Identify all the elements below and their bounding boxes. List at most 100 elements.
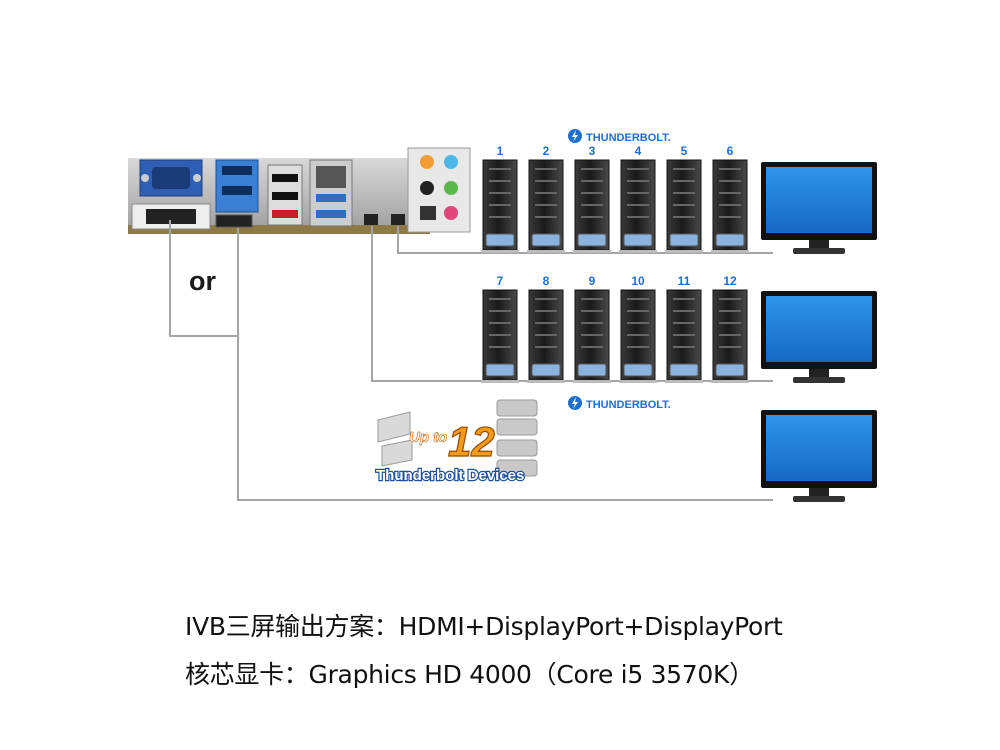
device-tower: 1 bbox=[481, 144, 519, 253]
tower-vent bbox=[535, 192, 557, 194]
tower-vent bbox=[627, 216, 649, 218]
device-number: 9 bbox=[589, 274, 596, 288]
tower-vent bbox=[535, 180, 557, 182]
tower-base bbox=[527, 380, 565, 383]
tower-vent bbox=[535, 204, 557, 206]
tower-vent bbox=[489, 346, 511, 348]
device-tower: 2 bbox=[527, 144, 565, 253]
tower-vent bbox=[627, 346, 649, 348]
tower-vent bbox=[719, 168, 741, 170]
thunderbolt-label-bottom: THUNDERBOLT. bbox=[586, 399, 671, 411]
tower-vent bbox=[489, 334, 511, 336]
device-tower: 4 bbox=[619, 144, 657, 253]
monitor-stand bbox=[793, 248, 845, 254]
device-number: 10 bbox=[631, 274, 645, 288]
device-number: 12 bbox=[723, 274, 737, 288]
badge-device-stack-icon bbox=[496, 399, 538, 477]
tower-vent bbox=[627, 204, 649, 206]
tower-vent bbox=[627, 192, 649, 194]
tower-vent bbox=[535, 310, 557, 312]
tower-vent bbox=[719, 322, 741, 324]
tower-base bbox=[665, 250, 703, 253]
monitor bbox=[761, 162, 877, 254]
badge-cable-icon bbox=[377, 411, 413, 467]
device-number: 5 bbox=[681, 144, 688, 158]
tower-base bbox=[481, 250, 519, 253]
vga-port bbox=[139, 159, 203, 197]
tower-vent bbox=[489, 298, 511, 300]
caption-line-1: IVB三屏输出方案：HDMI+DisplayPort+DisplayPort bbox=[185, 612, 783, 641]
tower-vent bbox=[581, 298, 603, 300]
device-tower: 10 bbox=[619, 274, 657, 383]
device-tower: 5 bbox=[665, 144, 703, 253]
tower-vent bbox=[627, 310, 649, 312]
thunderbolt-logo-bottom: THUNDERBOLT. bbox=[568, 396, 671, 411]
thunderbolt-ports bbox=[364, 214, 405, 225]
tower-vent bbox=[673, 168, 695, 170]
tower-base bbox=[527, 250, 565, 253]
device-number: 2 bbox=[543, 144, 550, 158]
tower-vent bbox=[581, 192, 603, 194]
tower-vent bbox=[673, 334, 695, 336]
tower-vent bbox=[627, 180, 649, 182]
tower-vent bbox=[719, 204, 741, 206]
tower-port bbox=[531, 233, 561, 247]
tower-vent bbox=[581, 216, 603, 218]
monitor-screen bbox=[766, 296, 872, 362]
tower-vent bbox=[673, 216, 695, 218]
tower-vent bbox=[489, 310, 511, 312]
tower-vent bbox=[719, 180, 741, 182]
tower-base bbox=[619, 250, 657, 253]
tower-vent bbox=[535, 298, 557, 300]
tower-port bbox=[669, 363, 699, 377]
tower-vent bbox=[673, 204, 695, 206]
tower-vent bbox=[719, 192, 741, 194]
tower-vent bbox=[489, 216, 511, 218]
tower-vent bbox=[627, 168, 649, 170]
tower-vent bbox=[673, 298, 695, 300]
device-tower: 9 bbox=[573, 274, 611, 383]
tower-vent bbox=[489, 192, 511, 194]
monitor bbox=[761, 291, 877, 383]
tower-vent bbox=[719, 310, 741, 312]
badge-prefix: Up to bbox=[409, 429, 447, 446]
monitor-screen bbox=[766, 415, 872, 481]
tower-vent bbox=[673, 346, 695, 348]
tower-vent bbox=[489, 180, 511, 182]
badge-subtitle: Thunderbolt Devices bbox=[376, 467, 524, 484]
audio-panel bbox=[407, 147, 471, 233]
tower-vent bbox=[719, 216, 741, 218]
device-number: 6 bbox=[727, 144, 734, 158]
tower-vent bbox=[581, 322, 603, 324]
tower-vent bbox=[581, 168, 603, 170]
tower-base bbox=[481, 380, 519, 383]
tower-port bbox=[577, 233, 607, 247]
tower-vent bbox=[719, 334, 741, 336]
device-number: 11 bbox=[678, 274, 691, 288]
monitor-neck bbox=[809, 369, 829, 377]
tower-port bbox=[623, 233, 653, 247]
tower-port bbox=[531, 363, 561, 377]
tower-port bbox=[485, 233, 515, 247]
usb-esata-ports bbox=[267, 164, 303, 226]
device-tower: 12 bbox=[711, 274, 749, 383]
tower-port bbox=[577, 363, 607, 377]
lan-usb3-ports bbox=[309, 159, 353, 227]
tower-vent bbox=[535, 334, 557, 336]
monitors bbox=[761, 162, 877, 502]
monitor-stand bbox=[793, 496, 845, 502]
tower-base bbox=[711, 250, 749, 253]
tower-base bbox=[665, 380, 703, 383]
device-number: 4 bbox=[635, 144, 642, 158]
tower-vent bbox=[535, 346, 557, 348]
tower-base bbox=[711, 380, 749, 383]
tower-vent bbox=[581, 334, 603, 336]
monitor-neck bbox=[809, 488, 829, 496]
device-number: 7 bbox=[497, 274, 504, 288]
tower-vent bbox=[535, 322, 557, 324]
tower-vent bbox=[673, 322, 695, 324]
monitor-neck bbox=[809, 240, 829, 248]
device-tower: 8 bbox=[527, 274, 565, 383]
